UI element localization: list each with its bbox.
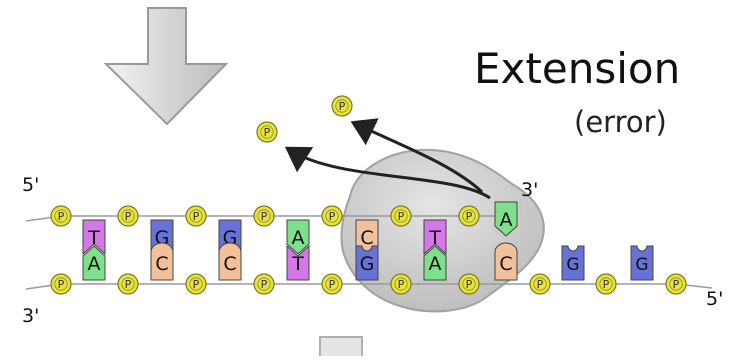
bottom-base-1-letter: C	[155, 253, 168, 275]
svg-text:P: P	[329, 278, 336, 291]
bottom-base-4-letter: G	[360, 253, 375, 275]
svg-text:P: P	[125, 210, 132, 223]
bottom-phosphate-8: P	[595, 273, 617, 295]
bottom-phosphate-6: P	[458, 273, 480, 295]
bottom-phosphate-2: P	[185, 273, 207, 295]
down-arrow-icon	[103, 7, 229, 126]
svg-text:P: P	[537, 278, 544, 291]
top-base-3: A	[286, 219, 310, 255]
top-strand-backbone	[25, 215, 509, 222]
bottom-base-2: C	[218, 242, 242, 281]
top-phosphate-4: P	[321, 205, 343, 227]
unpaired-template-base-1: G	[630, 245, 654, 281]
bottom-base-2-letter: C	[223, 253, 236, 275]
top-phosphate-2: P	[185, 205, 207, 227]
svg-text:P: P	[264, 126, 271, 139]
svg-text:P: P	[466, 210, 473, 223]
backbones	[25, 215, 713, 290]
top-phosphate-0: P	[50, 205, 72, 227]
bottom-phosphate-3: P	[253, 273, 275, 295]
unpaired-template-base-1-letter: G	[635, 255, 648, 275]
svg-text:P: P	[329, 210, 336, 223]
svg-text:P: P	[193, 210, 200, 223]
release-arrow-1	[284, 146, 491, 200]
bottom-strand-backbone	[25, 283, 713, 290]
bottom-base-5: A	[423, 245, 447, 281]
svg-text:P: P	[125, 278, 132, 291]
bottom-phosphate-5: P	[390, 273, 412, 295]
top-strand-5-prime-label: 5'	[22, 174, 40, 196]
svg-text:P: P	[58, 210, 65, 223]
svg-text:P: P	[398, 210, 405, 223]
bottom-phosphate-9: P	[665, 273, 687, 295]
top-phosphate-1: P	[117, 205, 139, 227]
bottom-base-5-letter: A	[429, 253, 442, 275]
bottom-strand-5-prime-label: 5'	[706, 288, 724, 310]
top-base-4-letter: C	[360, 227, 373, 249]
svg-text:P: P	[398, 278, 405, 291]
svg-text:P: P	[603, 278, 610, 291]
top-base-5-letter: T	[428, 227, 441, 249]
bottom-base-3-letter: T	[291, 253, 304, 275]
top-phosphate-5: P	[390, 205, 412, 227]
bottom-base-1: C	[150, 242, 174, 281]
svg-text:P: P	[193, 278, 200, 291]
bottom-base-3: T	[286, 244, 310, 281]
bottom-phosphate-0: P	[50, 273, 72, 295]
free-phosphate-0: P	[256, 121, 278, 143]
bottom-base-4: G	[355, 245, 379, 281]
mismatched-new-base-letter: A	[500, 209, 513, 231]
top-base-3-letter: A	[292, 227, 305, 249]
mismatched-new-base: A	[494, 201, 518, 237]
svg-text:P: P	[673, 278, 680, 291]
unpaired-template-base-0-letter: G	[566, 255, 579, 275]
top-base-0-letter: T	[87, 227, 100, 249]
svg-text:P: P	[58, 278, 65, 291]
phosphates: P P P P P P P P P P P P P P P P P P P	[50, 95, 687, 295]
unpaired-template-base-0: G	[561, 245, 585, 281]
diagram-title: Extension	[474, 44, 681, 93]
release-arrow-2	[350, 118, 484, 194]
top-base-5: T	[423, 219, 447, 256]
bottom-strand-3-prime-label: 3'	[22, 305, 40, 327]
top-phosphate-3: P	[253, 205, 275, 227]
bottom-phosphate-4: P	[321, 273, 343, 295]
diagram-subtitle: (error)	[574, 105, 667, 139]
bottom-phosphate-1: P	[117, 273, 139, 295]
mismatched-template-base: C	[494, 242, 518, 281]
svg-text:P: P	[466, 278, 473, 291]
top-base-0: T	[82, 219, 106, 256]
next-step-arrow-icon	[319, 336, 363, 356]
svg-text:P: P	[261, 210, 268, 223]
free-phosphate-1: P	[331, 95, 353, 117]
mismatched-template-base-letter: C	[499, 253, 512, 275]
bottom-base-0-letter: A	[88, 253, 101, 275]
bottom-base-0: A	[82, 245, 106, 281]
top-strand-3-prime-label: 3'	[521, 179, 539, 201]
svg-text:P: P	[339, 100, 346, 113]
bottom-phosphate-7: P	[529, 273, 551, 295]
top-phosphate-6: P	[458, 205, 480, 227]
svg-text:P: P	[261, 278, 268, 291]
